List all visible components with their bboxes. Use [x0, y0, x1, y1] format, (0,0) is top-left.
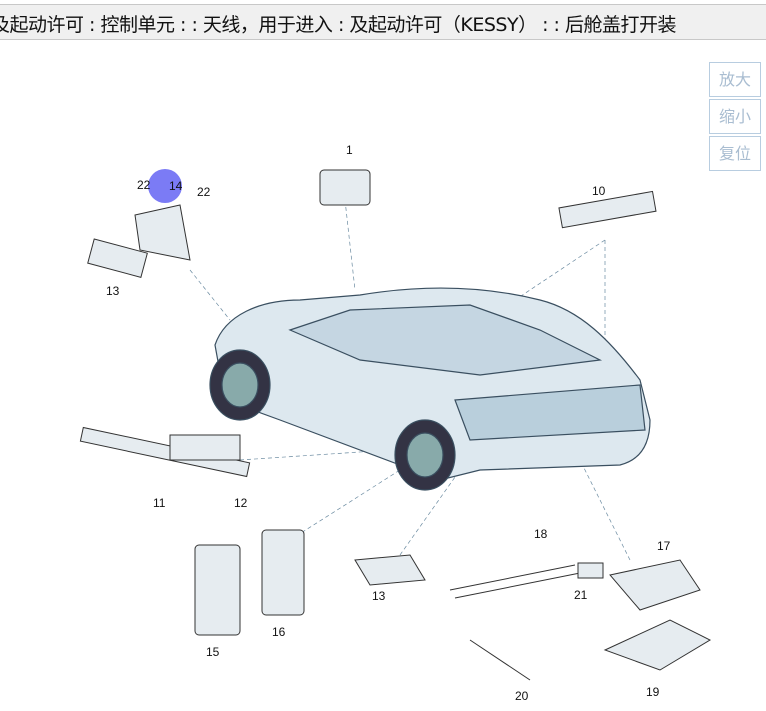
part-10-antenna: [558, 190, 657, 229]
highlight-marker[interactable]: [148, 169, 182, 203]
title-bar: 及起动许可 : 控制单元 : : 天线，用于进入 : 及起动许可（KESSY） …: [0, 4, 766, 40]
part-19-cover: [603, 619, 712, 671]
callout-22[interactable]: 22: [137, 178, 151, 192]
callouts: 1 22 14 22 10 13 11 12 18 17 13 21 15 16…: [106, 143, 671, 703]
callout-11[interactable]: 11: [153, 496, 166, 510]
callout-17[interactable]: 17: [657, 539, 671, 553]
zoom-in-button[interactable]: 放大: [709, 62, 761, 97]
callout-19[interactable]: 19: [646, 685, 660, 699]
part-1-control-unit: [319, 169, 371, 206]
callout-14[interactable]: 14: [169, 179, 183, 193]
zoom-controls: 放大 缩小 复位: [709, 62, 761, 173]
page-title: 及起动许可 : 控制单元 : : 天线，用于进入 : 及起动许可（KESSY） …: [0, 14, 677, 36]
part-12-bracket: [169, 434, 241, 461]
callout-13[interactable]: 13: [372, 589, 386, 603]
zoom-out-button[interactable]: 缩小: [709, 99, 761, 134]
callout-18[interactable]: 18: [534, 527, 548, 541]
callout-13[interactable]: 13: [106, 284, 120, 298]
callout-21[interactable]: 21: [574, 588, 588, 602]
reset-button[interactable]: 复位: [709, 136, 761, 171]
callout-10[interactable]: 10: [592, 184, 606, 198]
part-21-connector: [577, 562, 604, 579]
callout-12[interactable]: 12: [234, 496, 248, 510]
part-14-bracket: [134, 204, 191, 261]
part-15-control-unit: [194, 544, 241, 636]
parts-diagram: 1 22 14 22 10 13 11 12 18 17 13 21 15 16…: [79, 143, 712, 703]
part-17-control-unit: [609, 559, 701, 611]
part-11-antenna: [79, 426, 251, 478]
leader-lines: [189, 199, 631, 561]
callout-15[interactable]: 15: [206, 645, 220, 659]
car-illustration: [209, 287, 651, 491]
part-16-antenna: [261, 529, 305, 616]
callout-22[interactable]: 22: [197, 185, 211, 199]
part-13-antenna-b: [354, 554, 426, 586]
part-20-cable: [469, 639, 531, 681]
part-13-antenna: [87, 238, 148, 278]
callout-20[interactable]: 20: [515, 689, 529, 703]
parts: [79, 169, 712, 681]
callout-16[interactable]: 16: [272, 625, 286, 639]
callout-1[interactable]: 1: [346, 143, 353, 157]
